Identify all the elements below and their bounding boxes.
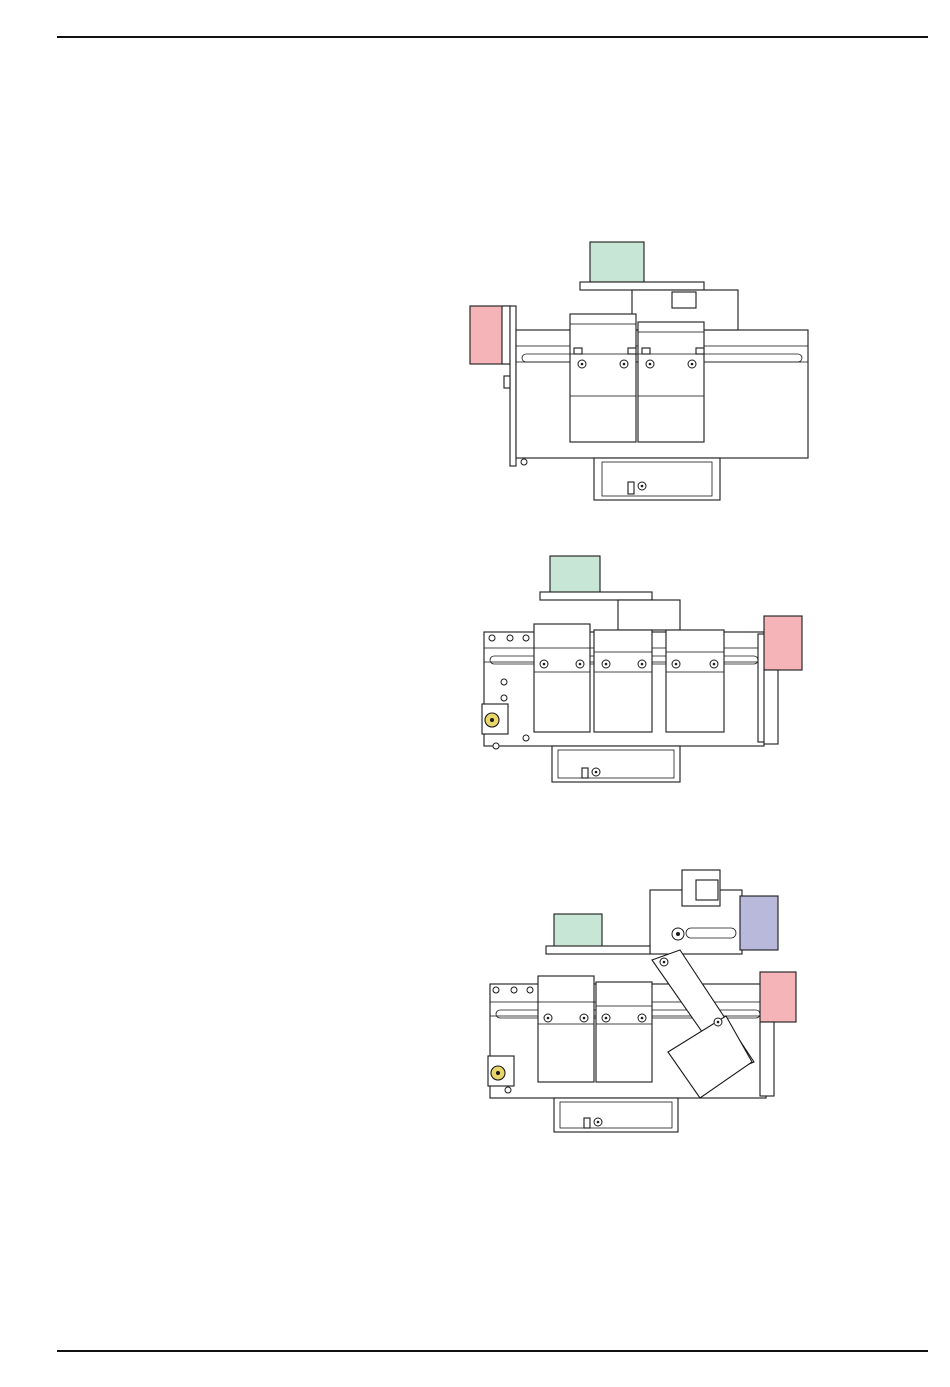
mechanism-view-top bbox=[462, 236, 822, 506]
motor-top-green bbox=[550, 556, 600, 594]
footer-rule bbox=[57, 1350, 928, 1352]
mechanism-drawing-2 bbox=[478, 552, 808, 788]
mechanism-view-bottom bbox=[486, 866, 804, 1136]
motor-blue bbox=[740, 896, 778, 950]
mechanism-drawing-3 bbox=[486, 866, 804, 1136]
motor-right-red bbox=[760, 972, 796, 1022]
header-rule bbox=[57, 36, 928, 38]
mechanism-drawing-1 bbox=[462, 236, 822, 506]
motor-top-green bbox=[590, 242, 644, 282]
motor-right-red bbox=[764, 616, 802, 670]
motor-top-green bbox=[554, 914, 602, 948]
mechanism-view-middle bbox=[478, 552, 808, 788]
